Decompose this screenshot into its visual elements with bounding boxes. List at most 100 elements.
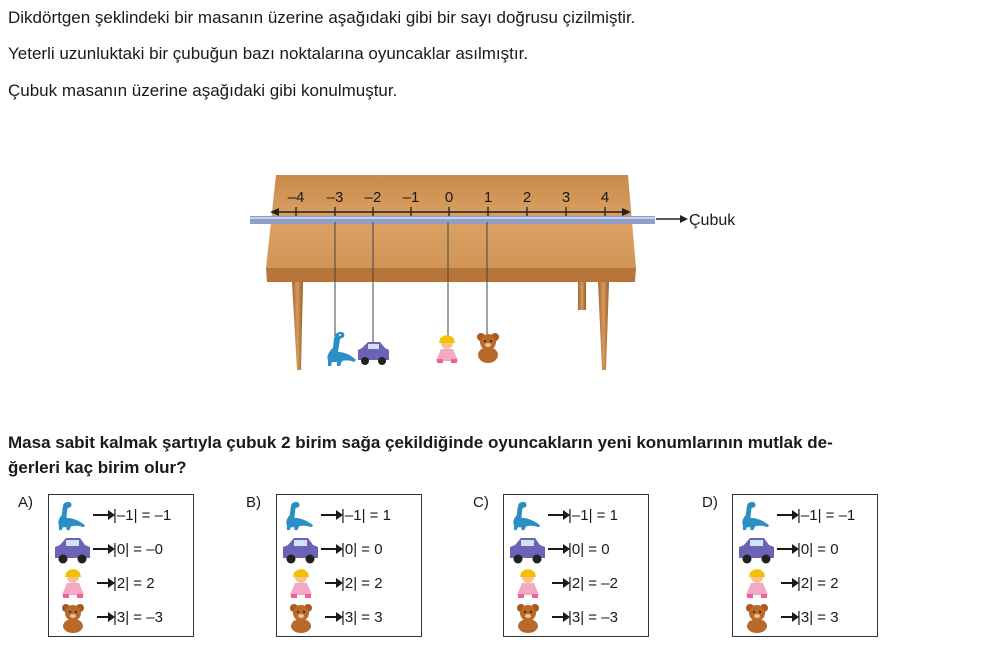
option-row: |3| = 3: [277, 603, 423, 633]
intro-line-3: Çubuk masanın üzerine aşağıdaki gibi kon…: [8, 81, 398, 100]
dinosaur-icon: [508, 501, 548, 531]
car-icon: [281, 535, 321, 565]
number-line-label: 4: [601, 189, 609, 206]
dinosaur-icon: [53, 501, 93, 531]
teddy-bear-icon: [737, 603, 777, 633]
number-line-label: 0: [445, 189, 453, 206]
option-row-text: |0| = 0: [797, 541, 839, 558]
option-row: |3| = –3: [49, 603, 195, 633]
option-letter: C): [473, 494, 489, 511]
car-icon: [737, 535, 777, 565]
teddy-bear-icon: [53, 603, 93, 633]
option-row-text: |–1| = 1: [568, 507, 618, 524]
option-box[interactable]: |–1| = 1 |0| = 0 |2| = 2 |3| = 3: [276, 494, 422, 637]
arrow-icon: [552, 578, 570, 588]
number-line-left-arrow: [270, 208, 279, 216]
option-row-text: |2| = 2: [797, 575, 839, 592]
arrow-icon: [97, 578, 115, 588]
option-row-text: |3| = 3: [797, 609, 839, 626]
question-text: Masa sabit kalmak şartıyla çubuk 2 birim…: [8, 430, 998, 480]
teddy-bear-icon: [477, 333, 499, 363]
arrow-icon: [548, 510, 570, 520]
table-top: [266, 175, 636, 268]
doll-icon: [508, 569, 548, 599]
option-row: |2| = 2: [277, 569, 423, 599]
option-box[interactable]: |–1| = 1 |0| = 0 |2| = –2 |3| = –3: [503, 494, 649, 637]
table-leg-front-right: [598, 282, 609, 370]
question-line-2: ğerleri kaç birim olur?: [8, 458, 187, 477]
option-row-text: |3| = –3: [113, 609, 163, 626]
option-row-text: |0| = 0: [341, 541, 383, 558]
car-icon: [358, 342, 389, 365]
option-row: |2| = 2: [49, 569, 195, 599]
option-row: |0| = 0: [733, 535, 879, 565]
option-box[interactable]: |–1| = –1 |0| = 0 |2| = 2 |3| = 3: [732, 494, 878, 637]
option-box[interactable]: |–1| = –1 |0| = –0 |2| = 2 |3| = –3: [48, 494, 194, 637]
option-row: |–1| = 1: [504, 501, 650, 531]
option-row-text: |3| = –3: [568, 609, 618, 626]
arrow-icon: [93, 510, 115, 520]
doll-icon: [53, 569, 93, 599]
option-row: |0| = 0: [277, 535, 423, 565]
option-row: |2| = –2: [504, 569, 650, 599]
option-row-text: |3| = 3: [341, 609, 383, 626]
table-leg-back: [578, 275, 586, 310]
arrow-icon: [93, 544, 115, 554]
option-row: |3| = 3: [733, 603, 879, 633]
dinosaur-icon: [281, 501, 321, 531]
arrow-icon: [325, 578, 343, 588]
arrow-icon: [777, 544, 799, 554]
number-line-label: 3: [562, 189, 570, 206]
number-line-label: –4: [288, 189, 305, 206]
number-line-label: 1: [484, 189, 492, 206]
rod-highlight: [250, 217, 655, 219]
option-row-text: |0| = –0: [113, 541, 163, 558]
option-row-text: |–1| = –1: [113, 507, 172, 524]
option-row: |–1| = 1: [277, 501, 423, 531]
option-row-text: |–1| = 1: [341, 507, 391, 524]
number-line-label: 2: [523, 189, 531, 206]
doll-icon: [281, 569, 321, 599]
option-row-text: |2| = 2: [113, 575, 155, 592]
option-row-text: |0| = 0: [568, 541, 610, 558]
car-icon: [53, 535, 93, 565]
option-row-text: |–1| = –1: [797, 507, 856, 524]
teddy-bear-icon: [508, 603, 548, 633]
arrow-icon: [321, 510, 343, 520]
arrow-icon: [777, 510, 799, 520]
intro-line-2: Yeterli uzunluktaki bir çubuğun bazı nok…: [8, 44, 529, 63]
rod: [250, 216, 655, 224]
option-row: |2| = 2: [733, 569, 879, 599]
number-line-label: –2: [365, 189, 382, 206]
dinosaur-icon: [737, 501, 777, 531]
rod-label-arrowhead: [680, 215, 688, 223]
question-line-1: Masa sabit kalmak şartıyla çubuk 2 birim…: [8, 433, 833, 452]
option-letter: D): [702, 494, 718, 511]
arrow-icon: [781, 578, 799, 588]
option-row: |–1| = –1: [733, 501, 879, 531]
arrow-icon: [321, 544, 343, 554]
intro-line-1: Dikdörtgen şeklindeki bir masanın üzerin…: [8, 8, 636, 27]
arrow-icon: [781, 612, 799, 622]
option-row: |0| = 0: [504, 535, 650, 565]
table-edge: [266, 268, 636, 282]
arrow-icon: [548, 544, 570, 554]
arrow-icon: [552, 612, 570, 622]
teddy-bear-icon: [281, 603, 321, 633]
option-row-text: |2| = –2: [568, 575, 618, 592]
number-line-label: –3: [327, 189, 344, 206]
option-row: |0| = –0: [49, 535, 195, 565]
doll-icon: [737, 569, 777, 599]
number-line-label: –1: [403, 189, 420, 206]
car-icon: [508, 535, 548, 565]
dinosaur-icon: [327, 331, 356, 366]
option-row-text: |2| = 2: [341, 575, 383, 592]
option-row: |3| = –3: [504, 603, 650, 633]
number-line-right-arrow: [622, 208, 631, 216]
option-letter: B): [246, 494, 261, 511]
doll-icon: [436, 335, 458, 363]
option-letter: A): [18, 494, 33, 511]
rod-label: Çubuk: [689, 212, 736, 229]
arrow-icon: [325, 612, 343, 622]
option-row: |–1| = –1: [49, 501, 195, 531]
